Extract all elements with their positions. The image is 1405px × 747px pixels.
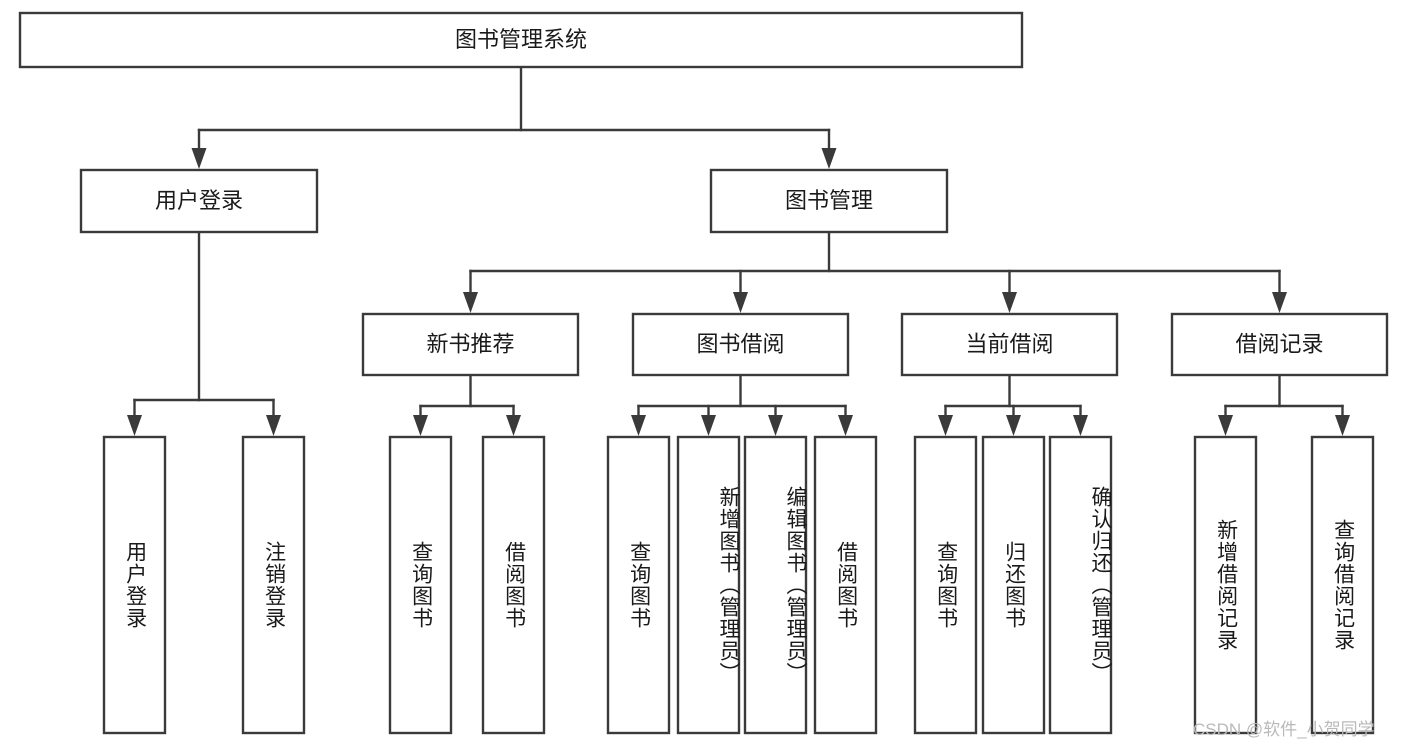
- arrow-head-icon: [631, 415, 646, 436]
- node-box-leaf-borrow-book[interactable]: [813, 435, 878, 735]
- arrow-head-icon: [127, 415, 142, 436]
- node-label-leaf-add-book-admin: 新增图书（管理员）: [717, 486, 740, 684]
- boxes-layer: [18, 11, 1389, 735]
- node-label-leaf-add-borrow-record: 新增借阅记录: [1214, 519, 1238, 651]
- node-box-leaf-return-book[interactable]: [981, 435, 1046, 735]
- arrow-head-icon: [1073, 415, 1088, 436]
- node-box-leaf-edit-book-admin[interactable]: [743, 435, 808, 735]
- node-label-leaf-borrow-book: 借阅图书: [834, 541, 858, 629]
- node-label-leaf-borrow-book-recommend: 借阅图书: [502, 541, 526, 629]
- arrow-head-icon: [838, 415, 853, 436]
- node-box-book-management[interactable]: [709, 168, 949, 234]
- node-label-new-book-recommend: 新书推荐: [426, 331, 514, 356]
- node-label-leaf-logout: 注销登录: [262, 541, 286, 629]
- node-box-leaf-add-book-admin[interactable]: [676, 435, 741, 735]
- node-label-leaf-query-book: 查询图书: [627, 541, 651, 629]
- arrow-head-icon: [506, 415, 521, 436]
- node-label-current-borrow: 当前借阅: [965, 331, 1053, 356]
- node-label-leaf-confirm-return-admin: 确认归还（管理员）: [1089, 486, 1112, 684]
- node-box-leaf-borrow-book-recommend[interactable]: [481, 435, 546, 735]
- node-box-leaf-add-borrow-record[interactable]: [1193, 435, 1258, 735]
- node-box-borrow-record[interactable]: [1170, 312, 1389, 377]
- arrow-head-icon: [1002, 292, 1017, 313]
- node-label-leaf-edit-book-admin: 编辑图书（管理员）: [784, 486, 807, 684]
- arrow-head-icon: [821, 148, 837, 169]
- node-box-new-book-recommend[interactable]: [361, 312, 580, 377]
- node-box-leaf-query-borrow-record[interactable]: [1310, 435, 1375, 735]
- node-box-leaf-query-book[interactable]: [606, 435, 671, 735]
- node-box-root[interactable]: [18, 11, 1024, 69]
- arrow-head-icon: [1218, 415, 1233, 436]
- node-box-leaf-user-login[interactable]: [102, 435, 167, 735]
- node-box-leaf-query-book-current[interactable]: [913, 435, 978, 735]
- node-label-book-management: 图书管理: [785, 188, 873, 213]
- edges-layer: [127, 65, 1350, 436]
- node-label-root: 图书管理系统: [455, 27, 587, 52]
- node-box-user-login[interactable]: [79, 168, 319, 234]
- arrow-head-icon: [1335, 415, 1350, 436]
- arrow-head-icon: [733, 292, 748, 313]
- node-box-leaf-logout[interactable]: [241, 435, 306, 735]
- node-box-book-borrow[interactable]: [631, 312, 850, 377]
- node-box-leaf-query-book-recommend[interactable]: [388, 435, 453, 735]
- arrow-head-icon: [191, 148, 207, 169]
- node-label-leaf-user-login: 用户登录: [123, 541, 147, 629]
- arrow-head-icon: [413, 415, 428, 436]
- arrow-head-icon: [266, 415, 281, 436]
- node-label-user-login: 用户登录: [155, 188, 243, 213]
- arrow-head-icon: [463, 292, 478, 313]
- node-label-leaf-query-borrow-record: 查询借阅记录: [1331, 519, 1355, 651]
- arrow-head-icon: [1272, 292, 1287, 313]
- node-label-book-borrow: 图书借阅: [696, 331, 784, 356]
- node-label-borrow-record: 借阅记录: [1235, 331, 1323, 356]
- node-label-leaf-query-book-recommend: 查询图书: [409, 541, 433, 629]
- node-label-leaf-return-book: 归还图书: [1002, 541, 1026, 629]
- arrow-head-icon: [701, 415, 716, 436]
- node-box-current-borrow[interactable]: [900, 312, 1119, 377]
- node-label-leaf-query-book-current: 查询图书: [934, 541, 958, 629]
- node-box-leaf-confirm-return-admin[interactable]: [1048, 435, 1113, 735]
- arrow-head-icon: [938, 415, 953, 436]
- arrow-head-icon: [768, 415, 783, 436]
- watermark-credit: CSDN @软件_小贺同学: [1193, 720, 1375, 739]
- arrow-head-icon: [1006, 415, 1021, 436]
